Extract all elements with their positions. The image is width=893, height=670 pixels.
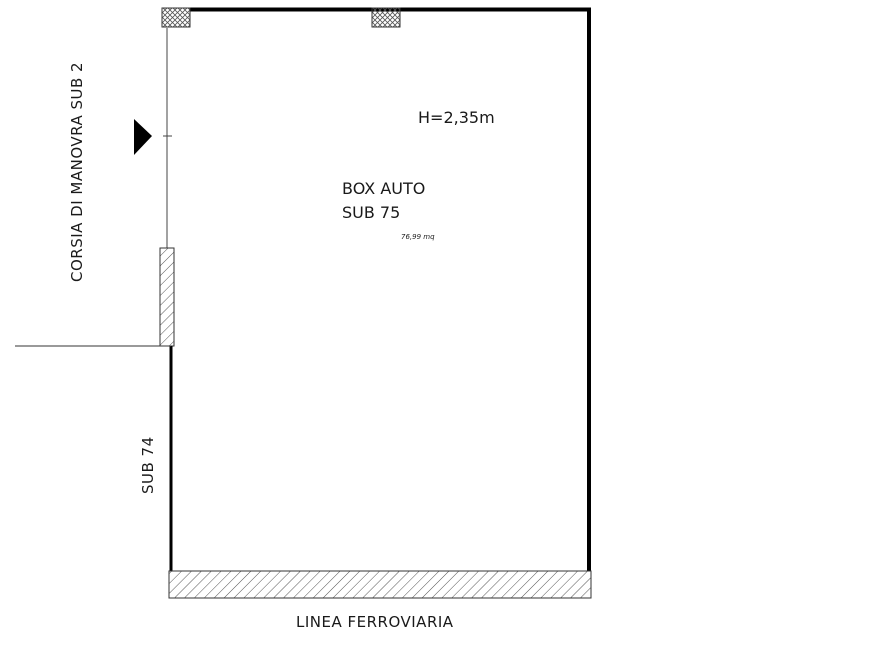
- bottom-hatched-wall: [168, 570, 592, 599]
- left-hatched-wall: [159, 247, 175, 347]
- pillar-top-left: [161, 7, 191, 28]
- neighbor-label: SUB 74: [139, 436, 157, 494]
- room-sub-label: SUB 75: [342, 203, 400, 222]
- room-name-label: BOX AUTO: [342, 179, 425, 198]
- triangle-right-icon: [134, 119, 152, 155]
- height-label: H=2,35m: [418, 108, 495, 127]
- corridor-label: CORSIA DI MANOVRA SUB 2: [68, 62, 86, 282]
- railway-label: LINEA FERROVIARIA: [296, 613, 454, 631]
- area-label: 76,99 mq: [401, 233, 435, 241]
- pillar-top-middle: [371, 7, 401, 28]
